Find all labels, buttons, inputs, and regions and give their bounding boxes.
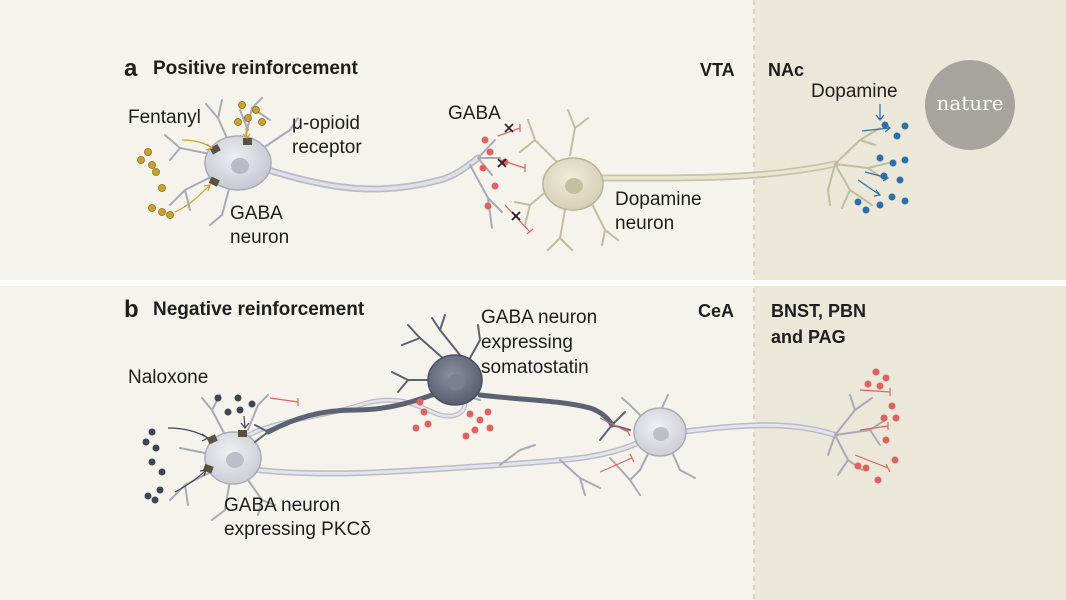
label-sst-3: somatostatin bbox=[481, 357, 589, 378]
label-pkc-1: GABA neuron bbox=[224, 495, 341, 516]
label-dopamine: Dopamine bbox=[811, 81, 898, 102]
label-fentanyl: Fentanyl bbox=[128, 107, 201, 128]
panel-separator bbox=[0, 280, 1066, 286]
panel-b-title: Negative reinforcement bbox=[153, 299, 365, 320]
inhibition-marks-b bbox=[269, 388, 891, 473]
dopamine-molecules bbox=[854, 121, 909, 214]
panel-a-title: Positive reinforcement bbox=[153, 58, 358, 79]
label-pkc-2: expressing PKCδ bbox=[224, 519, 371, 540]
label-dopamine-neuron-2: neuron bbox=[615, 213, 675, 234]
label-gaba-neuron-a-1: GABA bbox=[230, 203, 283, 224]
label-receptor-2: receptor bbox=[292, 137, 362, 158]
label-gaba: GABA bbox=[448, 103, 501, 124]
nature-logo: nature bbox=[925, 60, 1015, 150]
cea-target-neuron bbox=[621, 394, 886, 481]
naloxone-arrows bbox=[167, 415, 250, 493]
dopamine-arrows bbox=[857, 104, 891, 197]
fentanyl-molecules bbox=[137, 101, 266, 219]
region-label-bnst-1: BNST, PBN bbox=[771, 301, 867, 321]
somatostatin-neuron bbox=[254, 314, 631, 443]
label-sst-2: expressing bbox=[481, 332, 573, 353]
gaba-vesicles-a bbox=[479, 123, 534, 235]
gaba-vesicles-b bbox=[412, 368, 900, 484]
label-gaba-neuron-a-2: neuron bbox=[230, 227, 290, 248]
region-label-bnst-2: and PAG bbox=[771, 327, 846, 347]
region-label-nac: NAc bbox=[768, 60, 805, 80]
gaba-neuron-a bbox=[164, 97, 503, 229]
dopamine-neuron bbox=[514, 109, 893, 251]
panel-b-letter: b bbox=[124, 296, 139, 323]
region-label-cea: CeA bbox=[698, 301, 735, 321]
fentanyl-arrows bbox=[174, 127, 251, 213]
label-receptor-1: μ-opioid bbox=[292, 113, 360, 134]
naloxone-molecules bbox=[142, 394, 256, 504]
label-sst-1: GABA neuron bbox=[481, 307, 598, 328]
label-naloxone: Naloxone bbox=[128, 367, 209, 388]
label-dopamine-neuron-1: Dopamine bbox=[615, 189, 702, 210]
region-label-vta: VTA bbox=[700, 60, 735, 80]
panel-a-letter: a bbox=[124, 55, 138, 82]
